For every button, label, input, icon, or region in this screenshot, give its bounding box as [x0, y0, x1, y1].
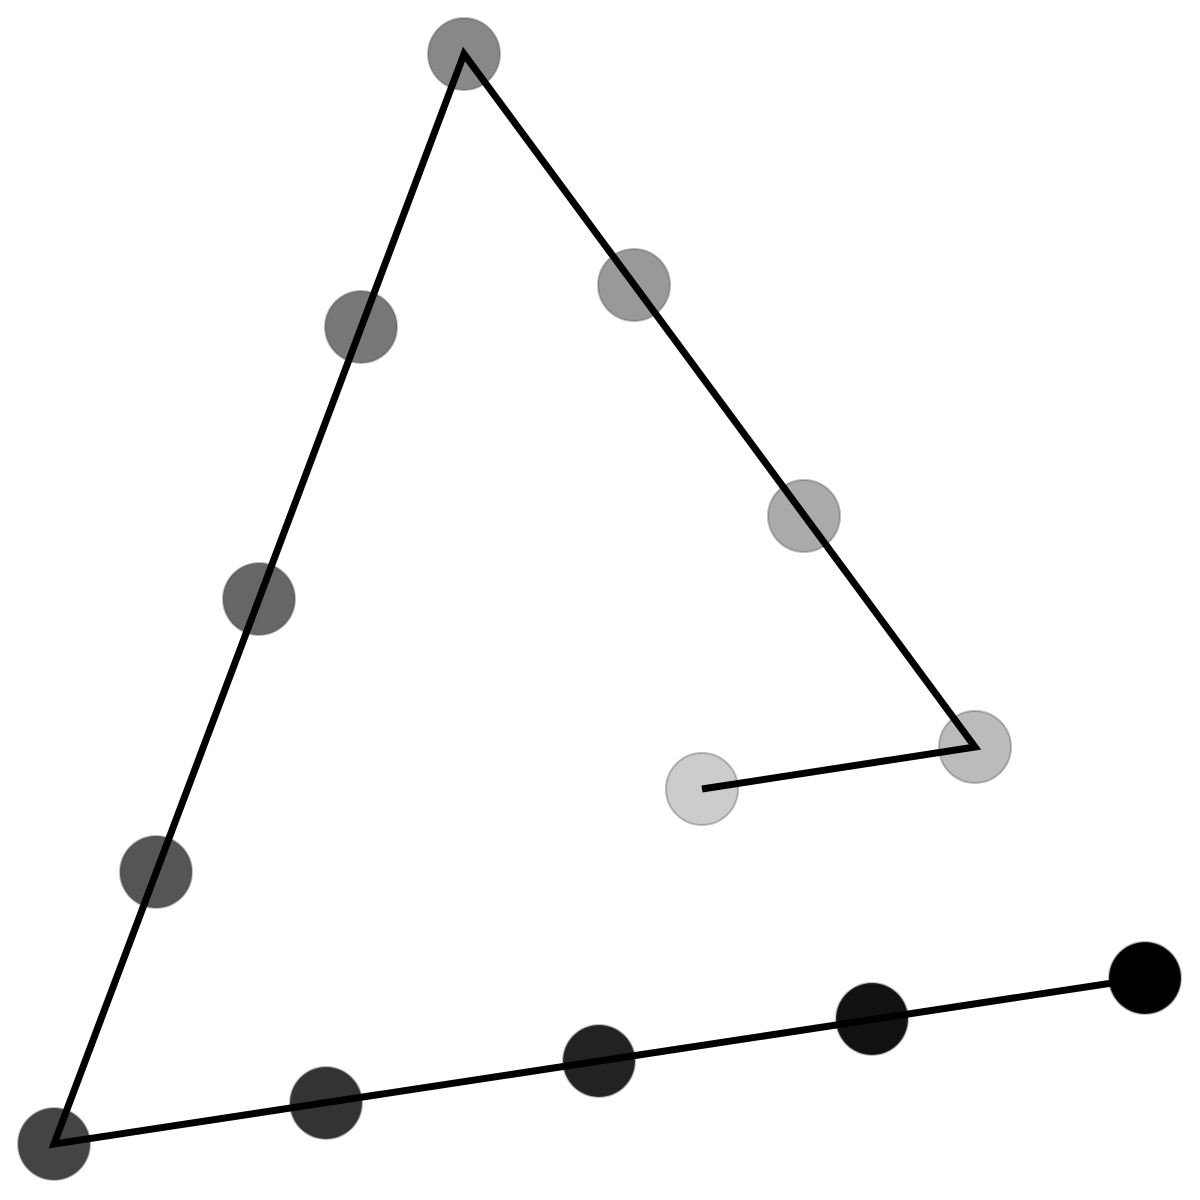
path-line: [48, 46, 1146, 1149]
markers-layer: [17, 17, 1182, 1181]
